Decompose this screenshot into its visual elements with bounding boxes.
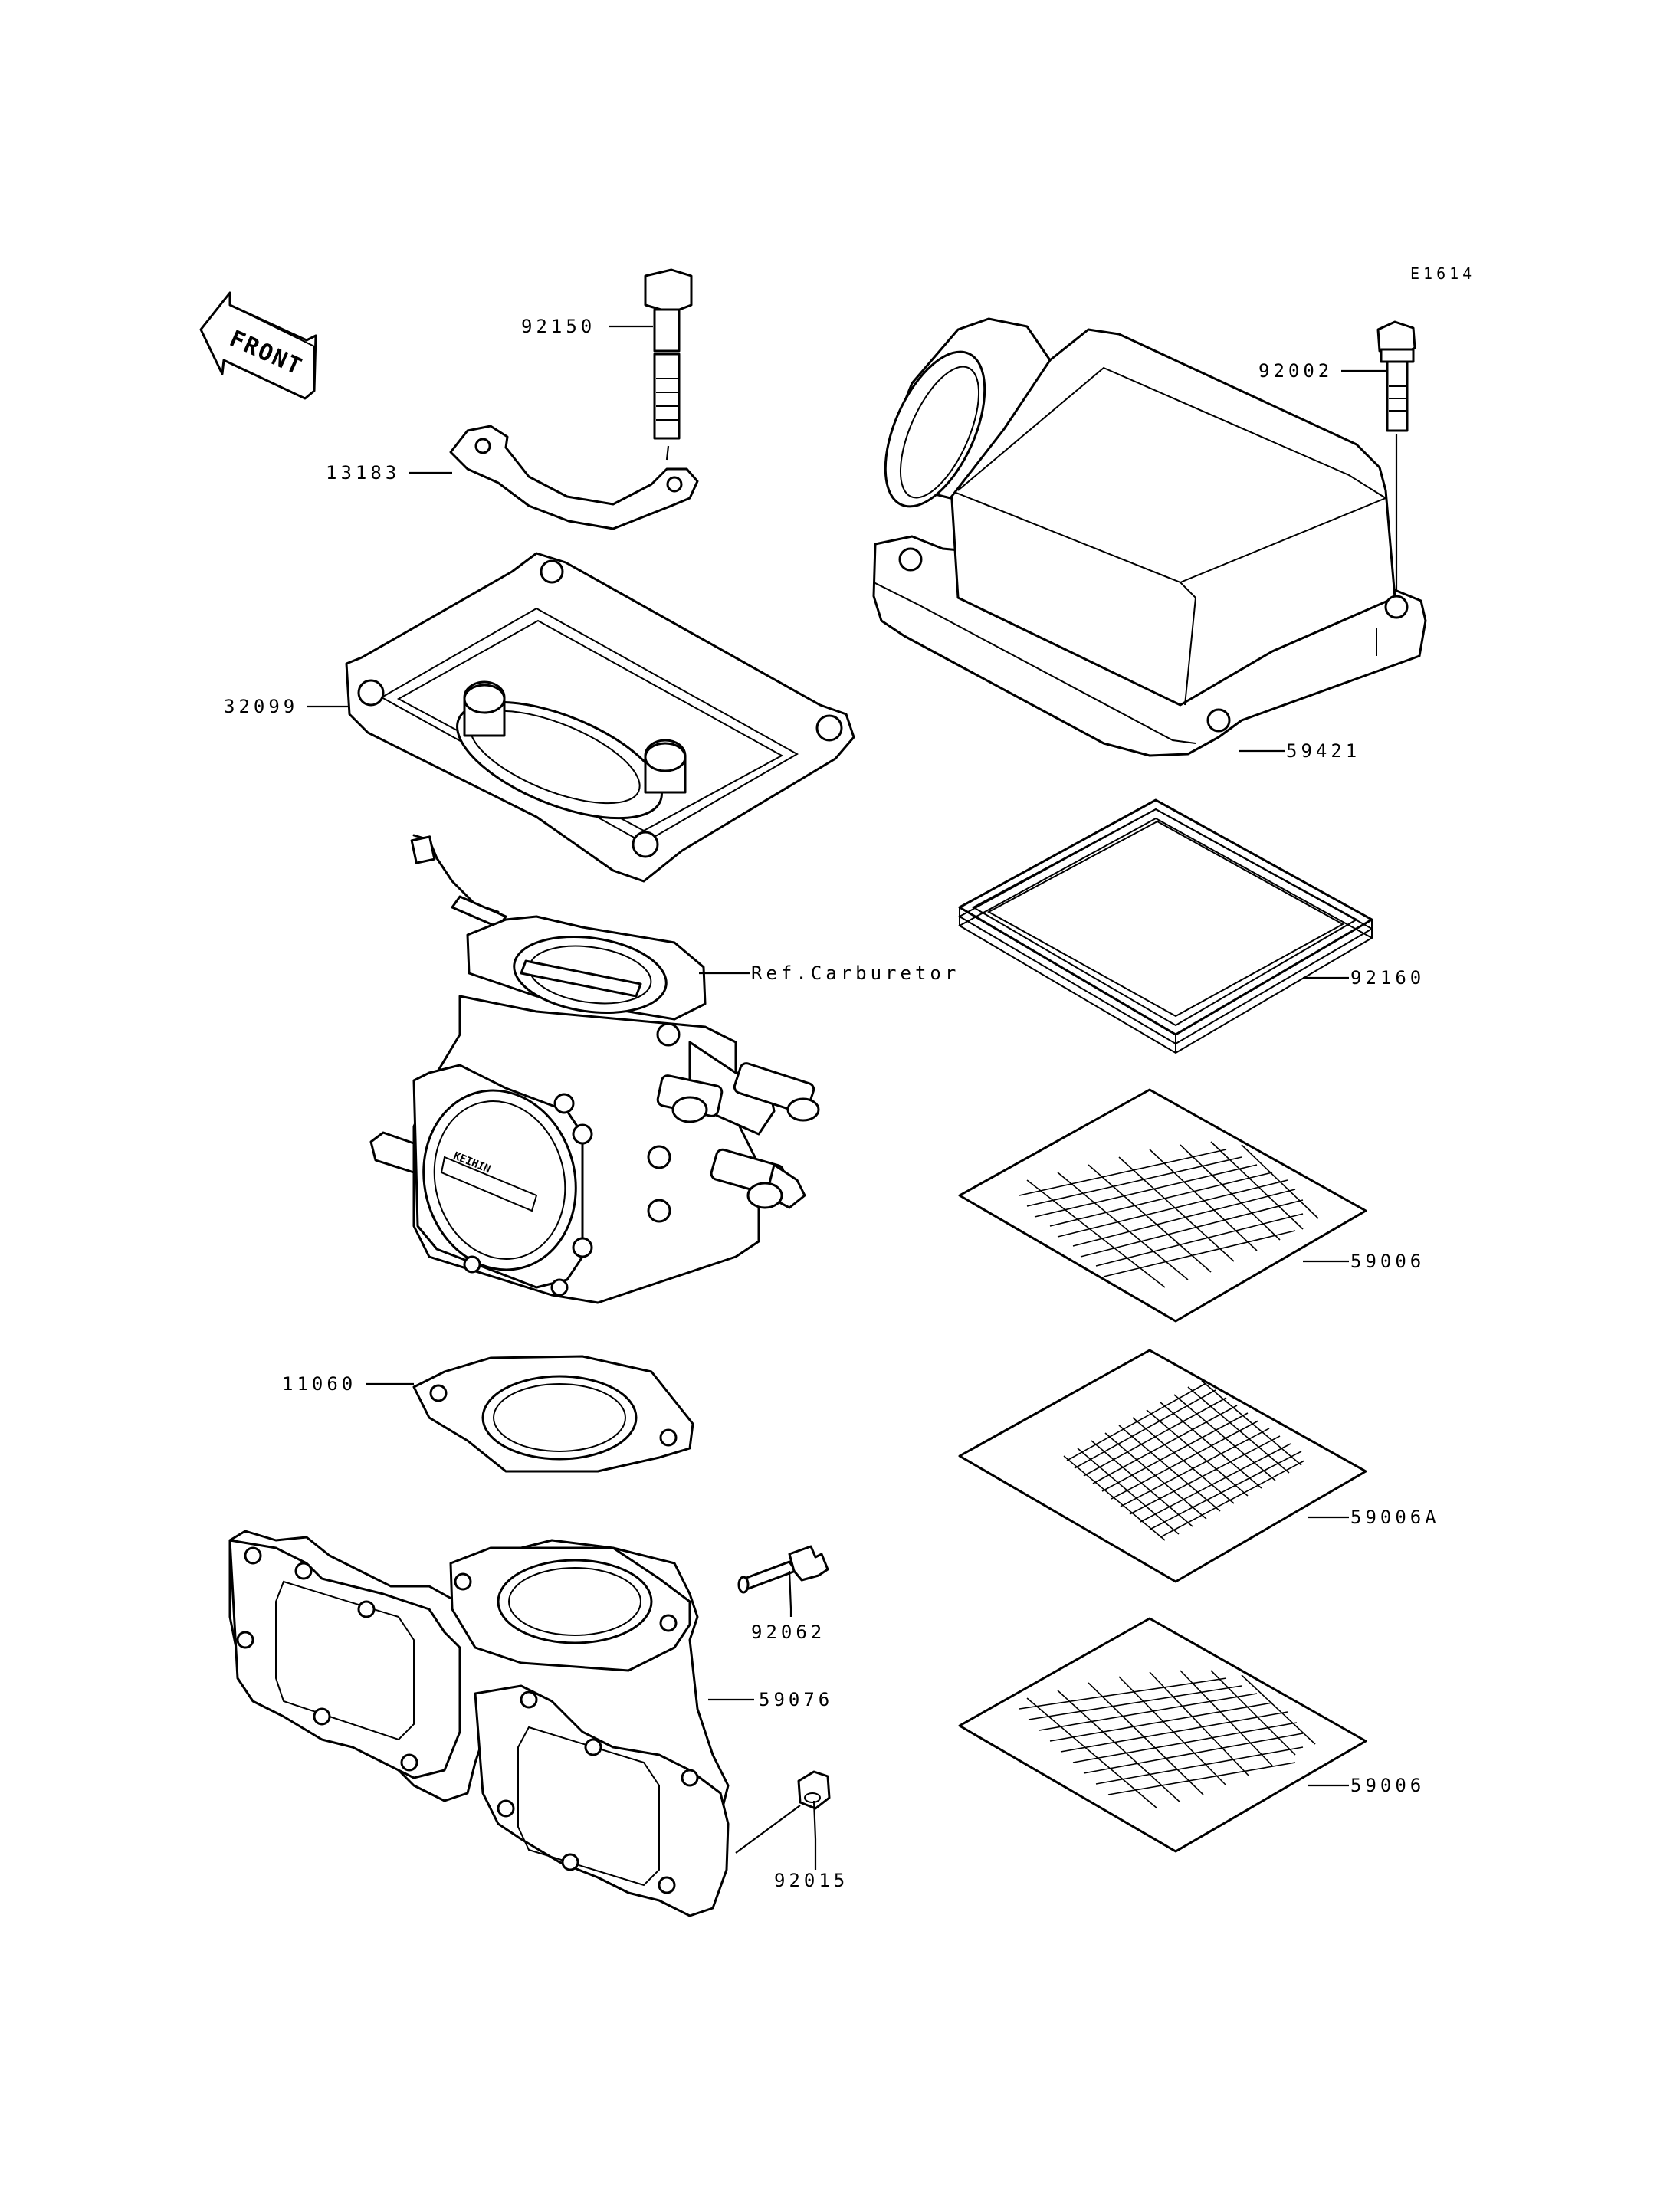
callout-11060: 11060	[282, 1373, 356, 1395]
callout-32099: 32099	[224, 696, 298, 717]
screen-59006A	[958, 1349, 1367, 1583]
diagram-code: E1614	[1410, 264, 1475, 283]
gasket-11060	[412, 1355, 694, 1473]
screen-59006-top	[958, 1088, 1367, 1323]
carburetor: KEIHIN	[369, 834, 820, 1304]
callout-13183: 13183	[326, 462, 400, 484]
callout-59421: 59421	[1286, 740, 1360, 762]
nut-92015	[797, 1770, 831, 1810]
callout-92160: 92160	[1350, 967, 1425, 989]
callout-59076: 59076	[759, 1689, 833, 1710]
bracket-13183	[449, 425, 699, 530]
case-32099	[345, 552, 855, 883]
ref-carburetor-label: Ref.Carburetor	[751, 962, 960, 984]
nipple-92062	[737, 1545, 829, 1594]
screen-59006-bottom	[958, 1617, 1367, 1853]
callout-92062: 92062	[751, 1622, 825, 1643]
front-arrow-icon: FRONT	[199, 291, 317, 400]
callout-92150: 92150	[521, 316, 596, 337]
callout-59006-bottom: 59006	[1350, 1775, 1425, 1796]
callout-92002: 92002	[1258, 360, 1333, 382]
manifold-59076	[228, 1530, 730, 1917]
bolt-92150	[644, 268, 693, 440]
bolt-92002	[1376, 320, 1416, 432]
callout-59006-top: 59006	[1350, 1251, 1425, 1272]
cover-59421	[872, 317, 1427, 757]
seal-92160	[957, 798, 1374, 1054]
callout-92015: 92015	[774, 1870, 848, 1891]
callout-59006A: 59006A	[1350, 1507, 1440, 1528]
